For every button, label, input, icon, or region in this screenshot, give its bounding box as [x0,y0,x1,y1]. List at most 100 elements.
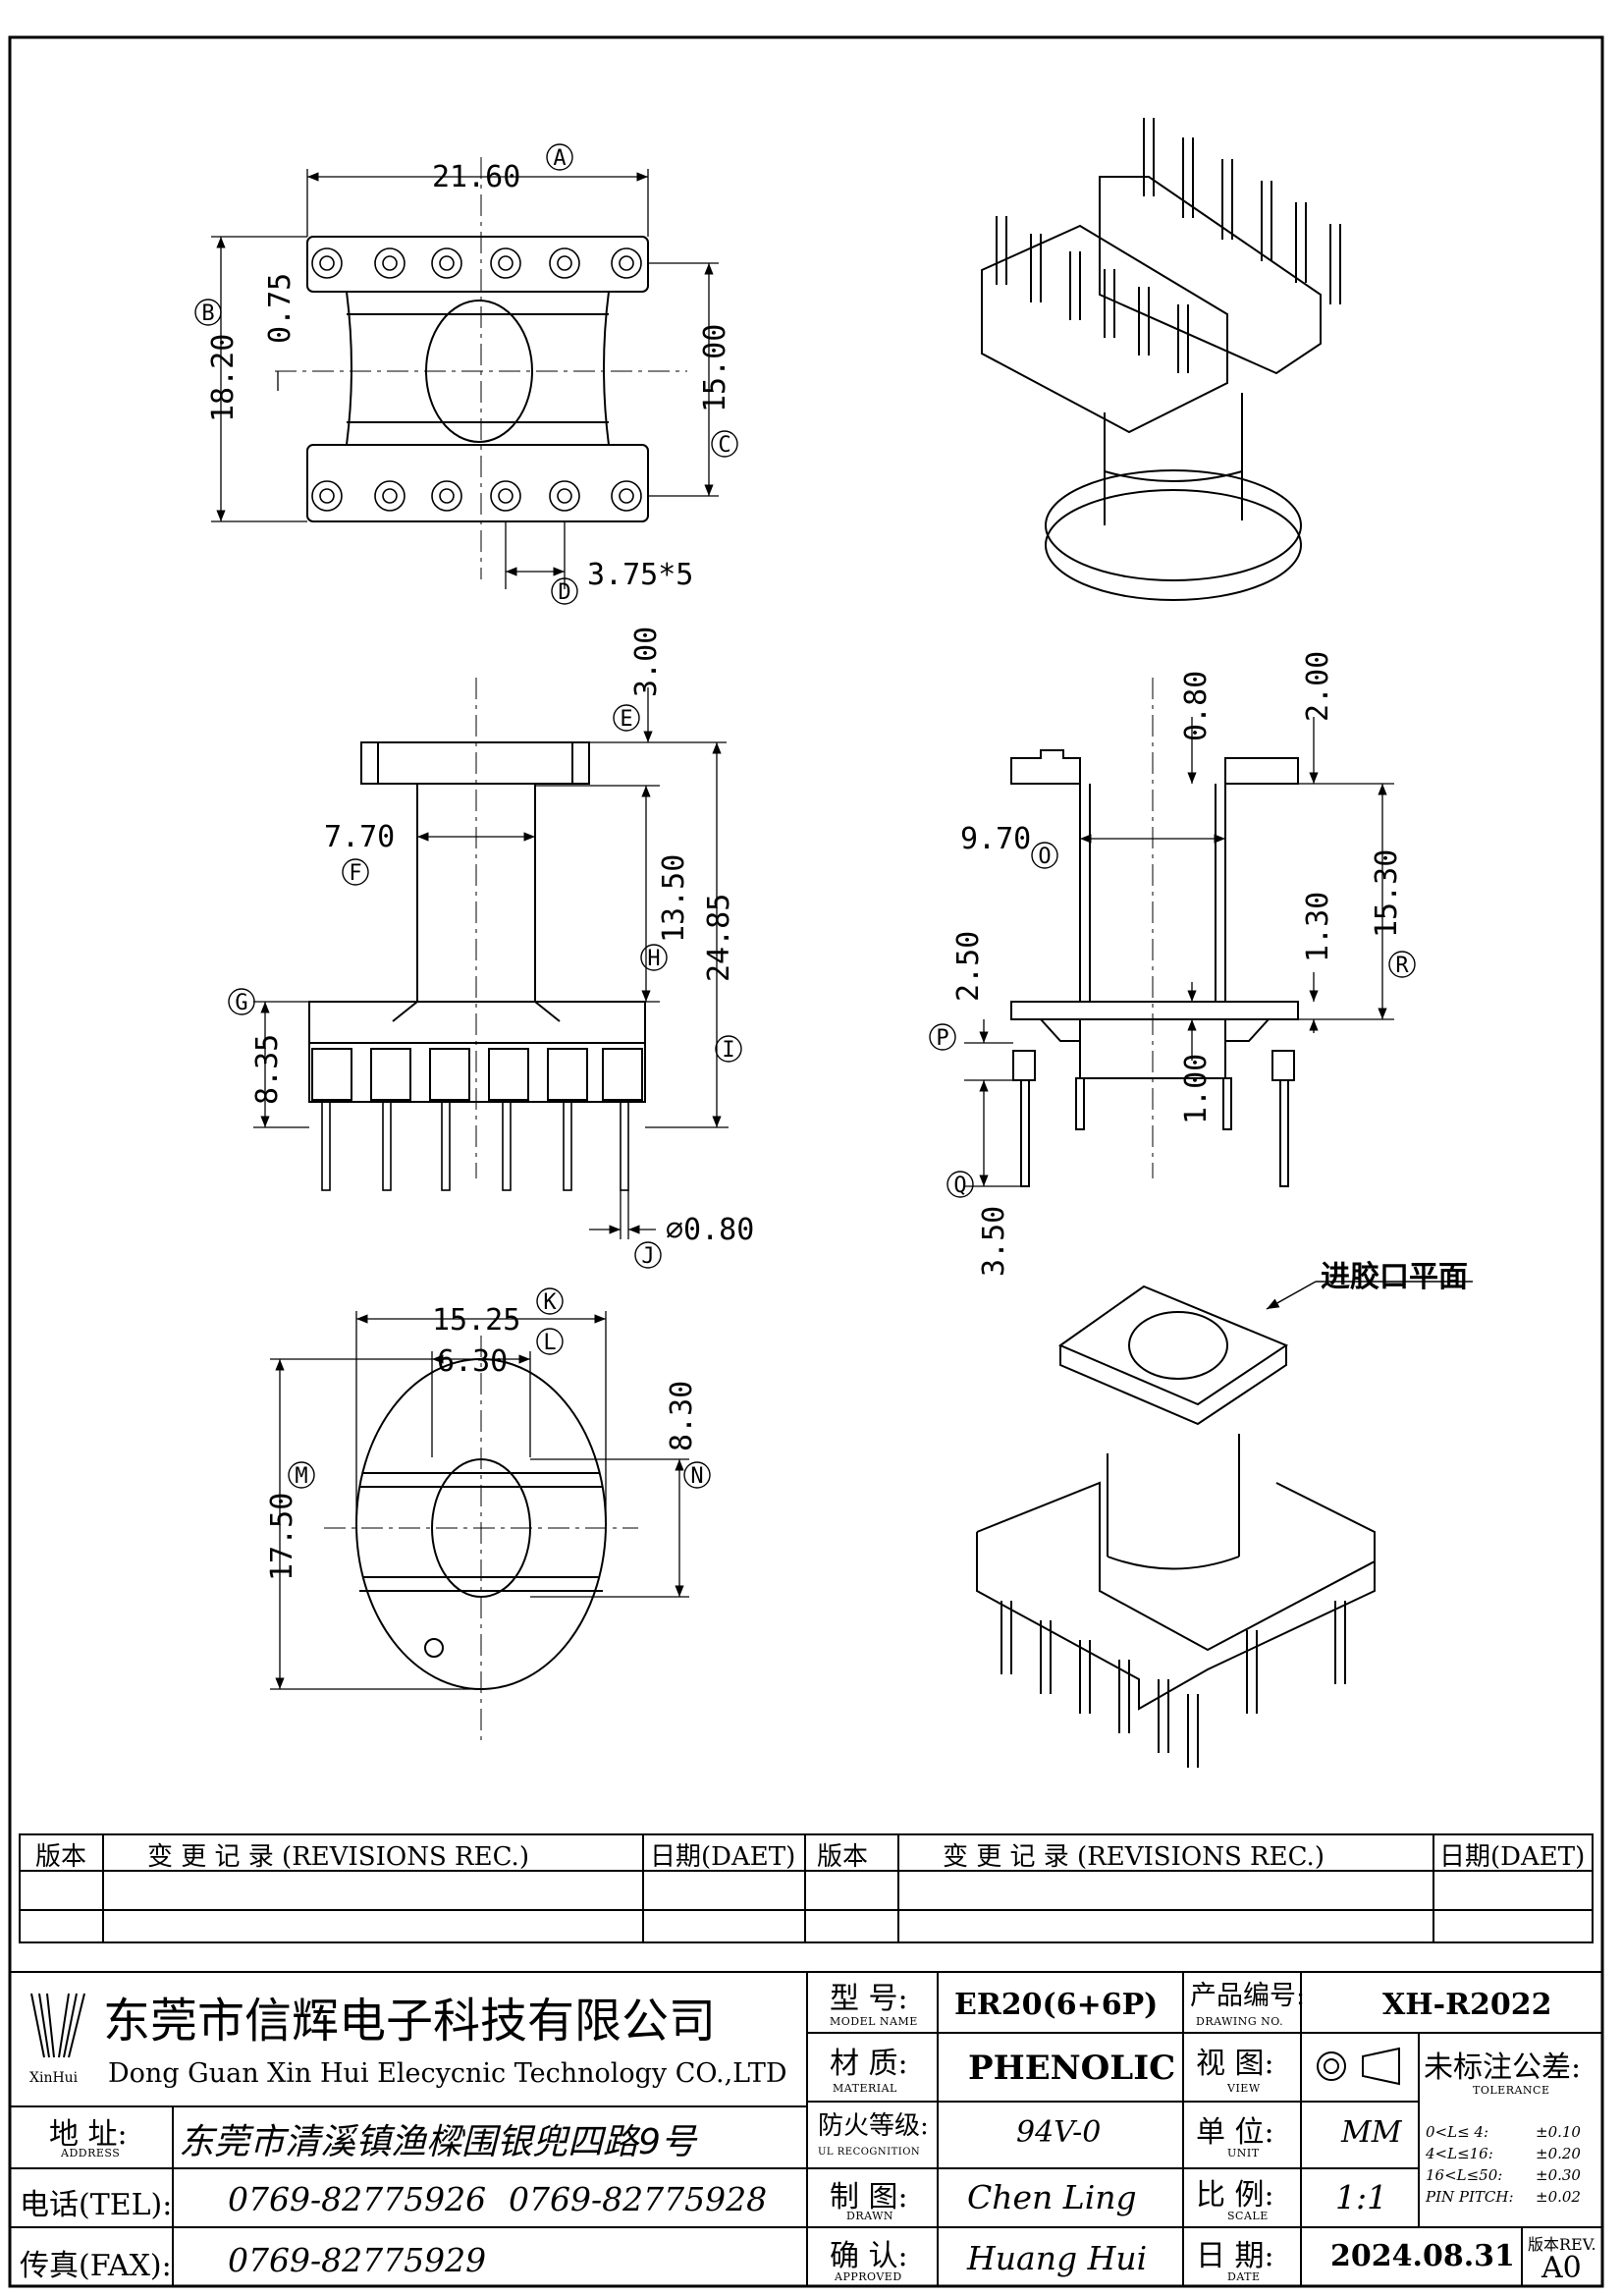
drawing-no-label: 产品编号: [1190,1981,1306,2011]
date-sub: DATE [1227,2270,1261,2283]
view-label: 视 图: [1196,2047,1274,2081]
dim-L-value: 6.30 [437,1344,508,1379]
rev-col-date-2: 日期(DAET) [1439,1842,1586,1872]
bottom-view [324,1336,638,1743]
tolerance-range-4: PIN PITCH: [1426,2188,1514,2206]
tag-G: G [235,991,247,1015]
dim-G-value: 8.35 [250,1034,285,1105]
dim-M-value: 17.50 [265,1493,299,1581]
dim-D-value: 3.75*5 [587,558,693,592]
side-view-dims [964,717,1394,1187]
scale-sub: SCALE [1227,2210,1269,2222]
company-name-en: Dong Guan Xin Hui Elecycnic Technology C… [108,2058,787,2089]
logo-text: XinHui [29,2070,79,2086]
gate-plane-note: 进胶口平面 [1321,1260,1468,1294]
dim-130-value: 1.30 [1301,892,1335,962]
tolerance-value-3: ±0.30 [1536,2166,1581,2184]
dimension-tags [194,143,1416,1489]
dim-b-sub-value: 0.75 [263,273,297,344]
tolerance-value-1: ±0.10 [1536,2123,1581,2141]
dim-N-value: 8.30 [665,1381,699,1451]
revisions-table [19,1833,1594,1943]
tag-R: R [1395,954,1409,978]
drawn-sub: DRAWN [846,2210,894,2222]
unit-sub: UNIT [1227,2147,1260,2159]
ul-sub: UL RECOGNITION [818,2147,921,2158]
tag-N: N [690,1464,703,1489]
scale-value: 1:1 [1335,2178,1388,2216]
dim-100-value: 1.00 [1179,1054,1214,1124]
dim-200-value: 2.00 [1301,651,1335,722]
title-block-grid [9,1971,1603,2287]
rev-col-date: 日期(DAET) [650,1842,796,1872]
tag-L: L [543,1331,556,1355]
tag-A: A [553,146,566,171]
address-label: 地 址: [49,2117,128,2152]
drawn-label: 制 图: [830,2180,908,2214]
scale-label: 比 例: [1196,2178,1274,2213]
material-value: PHENOLIC [968,2049,1176,2088]
revision-value: A0 [1541,2251,1582,2285]
tolerance-label: 未标注公差: [1424,2050,1582,2085]
tag-Q: Q [953,1174,966,1198]
iso-view-top [981,118,1341,601]
address-sub: ADDRESS [61,2147,121,2159]
dim-O-value: 9.70 [960,822,1031,856]
tag-D: D [558,580,570,605]
approved-label: 确 认: [830,2239,908,2273]
revision-label: 版本REV. [1528,2235,1596,2254]
dim-R-value: 15.30 [1370,849,1404,938]
tolerance-value-4: ±0.02 [1536,2188,1581,2206]
drawing-no-value: XH-R2022 [1382,1988,1552,2022]
top-view [275,157,687,579]
material-sub: MATERIAL [833,2082,897,2095]
dim-F-value: 7.70 [324,820,395,854]
ul-label: 防火等级: [818,2111,929,2141]
fax-value: 0769-82775929 [228,2241,487,2279]
dim-K-value: 15.25 [432,1303,520,1338]
dimension-tag-letters: A B C D E F G H I J O P Q R K L M N [201,146,1409,1489]
unit-value: MM [1341,2115,1402,2150]
top-view-dims [211,169,719,589]
dim-P-value: 2.50 [951,931,986,1002]
dim-B-value: 18.20 [206,334,241,422]
model-label: 型 号: [830,1982,908,2016]
dim-A-value: 21.60 [432,160,520,194]
unit-label: 单 位: [1196,2115,1274,2150]
bottom-view-dims [270,1311,689,1690]
front-view-dims [253,687,729,1239]
date-value: 2024.08.31 [1330,2239,1515,2273]
tag-E: E [620,707,632,732]
ul-value: 94V-0 [1016,2115,1102,2150]
approved-sub: APPROVED [835,2270,902,2283]
dim-E-value: 3.00 [629,627,664,697]
tag-O: O [1038,845,1051,869]
dim-H-value: 13.50 [657,854,691,943]
tag-I: I [722,1038,734,1063]
tag-C: C [718,433,730,458]
tel-label: 电话(TEL): [20,2188,173,2222]
tolerance-value-2: ±0.20 [1536,2145,1581,2162]
tolerance-range-1: 0<L≤ 4: [1426,2123,1489,2141]
dim-J-value: ⌀0.80 [666,1213,754,1247]
tolerance-range-2: 4<L≤16: [1426,2145,1493,2162]
rev-col-record-2: 变 更 记 录 (REVISIONS REC.) [943,1842,1325,1872]
rev-col-version: 版本 [35,1842,87,1872]
logo-mark [30,1993,85,2058]
fax-label: 传真(FAX): [20,2249,172,2283]
rev-col-record: 变 更 记 录 (REVISIONS REC.) [147,1842,529,1872]
address-value: 东莞市清溪镇渔樑围银兜四路9号 [179,2122,696,2162]
tag-B: B [201,301,214,326]
approved-value: Huang Hui [967,2239,1148,2277]
side-view [1010,678,1299,1187]
tag-J: J [641,1244,654,1269]
dim-080-value: 0.80 [1179,671,1214,741]
iso-view-bottom [976,1285,1376,1768]
tel-value-1: 0769-82775926 [228,2180,487,2218]
tag-P: P [936,1026,948,1051]
dim-C-value: 15.00 [698,324,732,412]
date-label: 日 期: [1196,2239,1274,2273]
tolerance-sub: TOLERANCE [1473,2084,1550,2097]
tag-F: F [349,861,361,886]
tag-K: K [543,1290,557,1315]
